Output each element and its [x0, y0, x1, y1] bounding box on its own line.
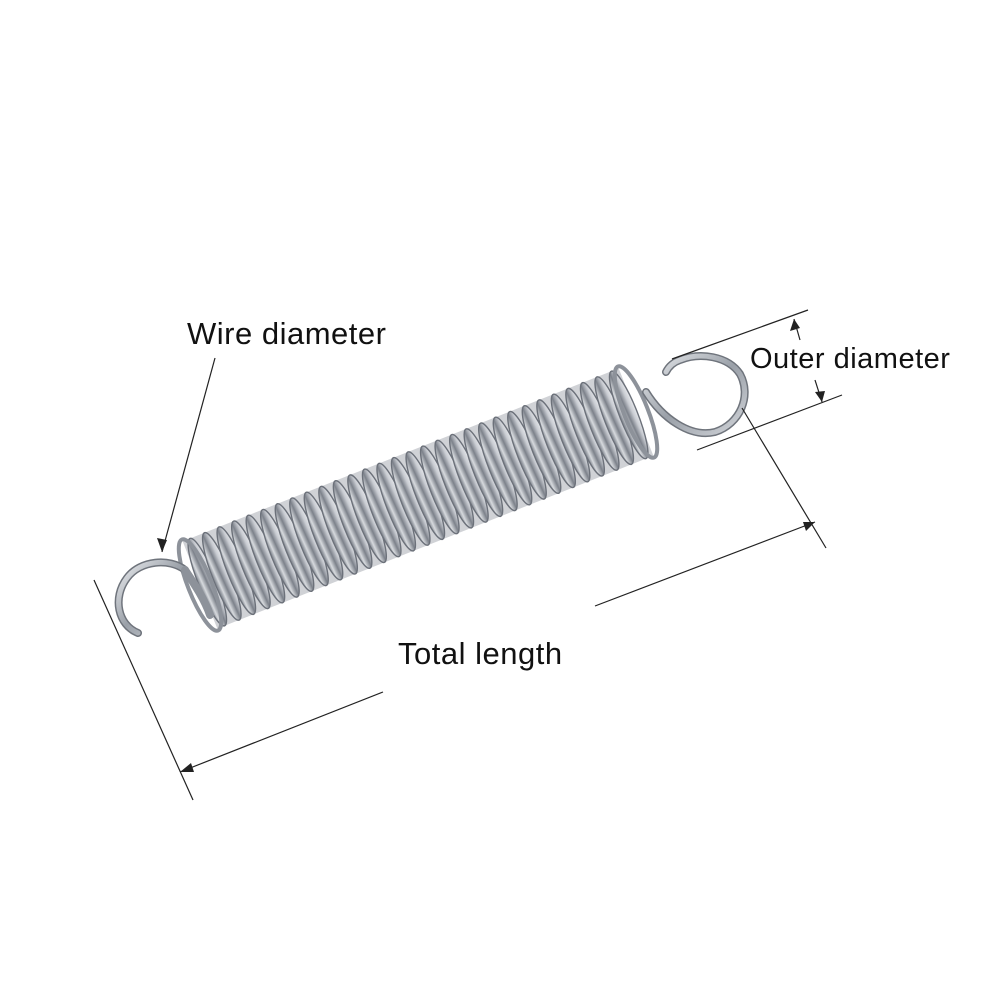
total-length-ext-right	[741, 407, 827, 549]
wire-diameter-label: Wire diameter	[187, 316, 387, 351]
wire-diameter-arrowhead	[157, 538, 167, 552]
outer-diameter-ext-bottom	[696, 394, 843, 451]
total-length-line-right	[594, 521, 816, 607]
spring-body	[176, 364, 660, 633]
wire-diameter-leader	[161, 357, 216, 553]
spring-end-coil-right	[612, 364, 660, 460]
outer-diameter-label: Outer diameter	[750, 343, 951, 375]
total-length-label: Total length	[398, 636, 563, 671]
spring-end-coil-left	[176, 537, 224, 633]
total-length-line-left	[179, 691, 384, 773]
outer-diameter-ext-top	[671, 309, 809, 360]
left-hook	[114, 558, 214, 637]
dimension-lines	[93, 309, 843, 801]
right-hook	[642, 352, 749, 438]
total-length-ext-left	[93, 579, 194, 801]
